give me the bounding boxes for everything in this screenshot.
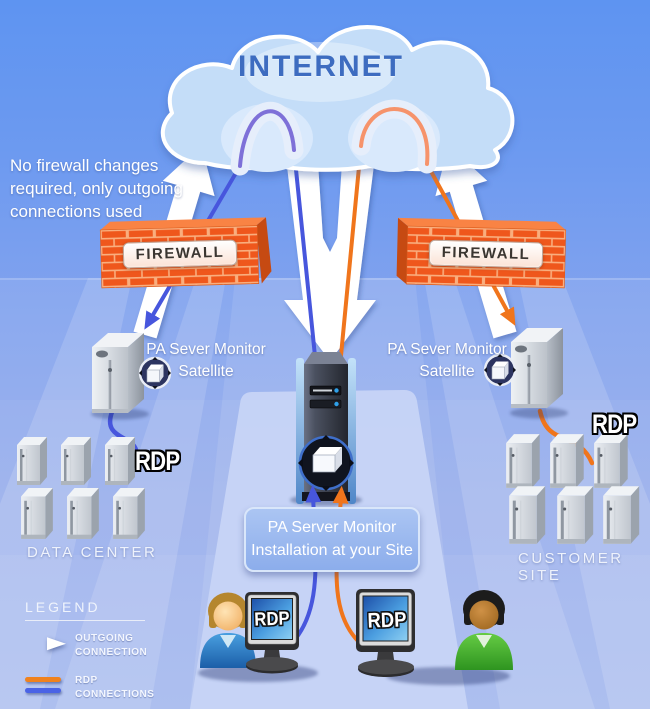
cloud-arcs xyxy=(230,99,437,176)
data-center-rdp-label: RDP xyxy=(135,446,180,476)
outgoing-arrow-icon xyxy=(25,632,75,661)
central-install-label: PA Server Monitor Installation at your S… xyxy=(244,507,420,573)
customer-site-servers xyxy=(506,434,640,544)
legend-outgoing-label: OUTGOING CONNECTION xyxy=(75,633,148,658)
satellite-left-label: PA Sever Monitor Satellite xyxy=(141,339,271,384)
legend-rdp-label: RDP CONNECTIONS xyxy=(75,675,155,700)
user-right xyxy=(386,590,513,685)
central-install-line1: PA Server Monitor xyxy=(267,519,397,536)
satellite-server-left xyxy=(91,333,173,420)
legend-divider xyxy=(25,620,145,621)
central-server xyxy=(290,352,362,506)
firewall-left-label: FIREWALL xyxy=(122,239,238,269)
user-left xyxy=(198,592,318,682)
firewall-note: No firewall changes required, only outgo… xyxy=(10,156,183,221)
rdp-line-blue-center xyxy=(292,148,318,368)
cloud-arc-orange xyxy=(359,107,430,166)
customer-site-rdp-label: RDP xyxy=(592,409,637,439)
legend: LEGEND OUTGOING CONNECTION RDP CONNECTIO… xyxy=(25,599,175,709)
legend-row-outgoing: OUTGOING CONNECTION xyxy=(25,632,175,661)
internet-label: INTERNET xyxy=(238,50,404,83)
satellite-left-label-line1: PA Sever Monitor xyxy=(146,341,266,358)
satellite-right-label-line1: PA Sever Monitor xyxy=(387,341,507,358)
rdp-blue-line-icon xyxy=(25,688,61,693)
satellite-left-label-line2: Satellite xyxy=(178,363,234,381)
central-install-line2: Installation at your Site xyxy=(251,542,413,560)
firewall-right-label: FIREWALL xyxy=(428,239,544,269)
legend-row-rdp: RDP CONNECTIONS xyxy=(25,674,175,701)
data-center-label: DATA CENTER xyxy=(27,544,158,561)
rdp-lines-icon xyxy=(25,674,75,699)
central-server-icon xyxy=(298,435,354,491)
rdp-line-orange-center xyxy=(338,144,363,368)
satellite-right-label-line2: Satellite xyxy=(419,363,475,381)
customer-site-label: CUSTOMER SITE xyxy=(518,550,624,584)
satellite-right-label: PA Sever Monitor Satellite xyxy=(382,339,512,384)
monitor-right-screen-label: RDP xyxy=(367,608,407,633)
legend-title: LEGEND xyxy=(25,599,101,615)
cloud-arc-blue xyxy=(238,109,296,168)
internet-cloud xyxy=(160,25,515,172)
monitor-left xyxy=(245,592,299,674)
rdp-orange-line-icon xyxy=(25,677,61,682)
monitor-left-screen-label: RDP xyxy=(253,608,290,631)
satellite-server-right xyxy=(482,328,568,419)
monitor-right xyxy=(356,589,415,677)
outgoing-arrow-center-down xyxy=(283,133,378,361)
